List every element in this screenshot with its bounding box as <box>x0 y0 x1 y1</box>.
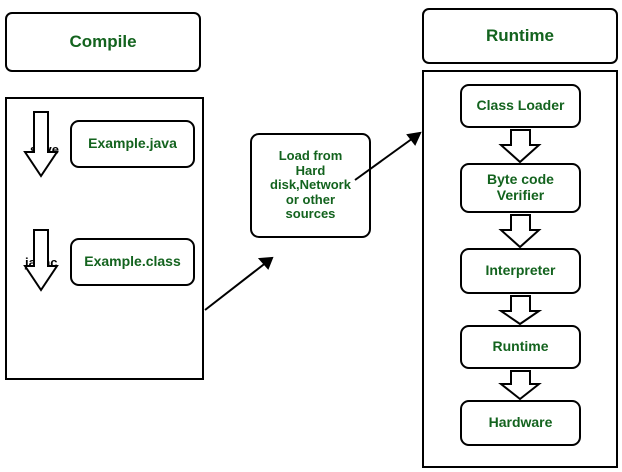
example-class-box: Example.class <box>70 238 195 286</box>
interpreter-to-runtime-arrow-icon <box>497 295 543 326</box>
load-line-4: or other <box>285 191 336 207</box>
class-loader-to-verifier-arrow-icon <box>498 129 542 164</box>
byte-code-line-2: Verifier <box>496 187 545 203</box>
example-class-label: Example.class <box>84 253 181 270</box>
load-line-2: Hard <box>295 162 326 178</box>
load-line-5: sources <box>285 206 336 222</box>
load-sources-box: Load from Hard disk,Network or other sou… <box>250 133 371 238</box>
runtime-box: Runtime <box>460 325 581 369</box>
load-to-runtime-arrowhead <box>406 131 422 146</box>
compile-to-load-arrow <box>204 257 273 311</box>
save-arrow-icon <box>23 111 59 178</box>
compile-title-label: Compile <box>69 32 137 52</box>
load-line-1: Load from <box>278 148 343 164</box>
interpreter-label: Interpreter <box>485 262 556 279</box>
load-sources-label: Load from Hard disk,Network or other sou… <box>270 148 351 222</box>
compile-title-box: Compile <box>5 12 201 72</box>
byte-code-verifier-label: Byte code Verifier <box>487 171 554 203</box>
runtime-title-box: Runtime <box>422 8 618 64</box>
load-line-3: disk,Network <box>270 177 351 193</box>
load-to-runtime-arrow <box>354 132 421 181</box>
javac-arrow-icon <box>23 229 59 292</box>
runtime-to-hardware-arrow-icon <box>498 370 542 401</box>
example-java-box: Example.java <box>70 120 195 168</box>
class-loader-box: Class Loader <box>460 84 581 128</box>
runtime-title-label: Runtime <box>486 26 554 46</box>
compile-to-load-arrowhead <box>257 256 274 270</box>
verifier-to-interpreter-arrow-icon <box>498 214 542 249</box>
class-loader-label: Class Loader <box>476 97 565 114</box>
example-java-label: Example.java <box>88 135 177 152</box>
byte-code-line-1: Byte code <box>487 171 554 188</box>
hardware-label: Hardware <box>488 414 553 431</box>
runtime-box-label: Runtime <box>492 338 549 355</box>
interpreter-box: Interpreter <box>460 248 581 294</box>
byte-code-verifier-box: Byte code Verifier <box>460 163 581 213</box>
hardware-box: Hardware <box>460 400 581 446</box>
